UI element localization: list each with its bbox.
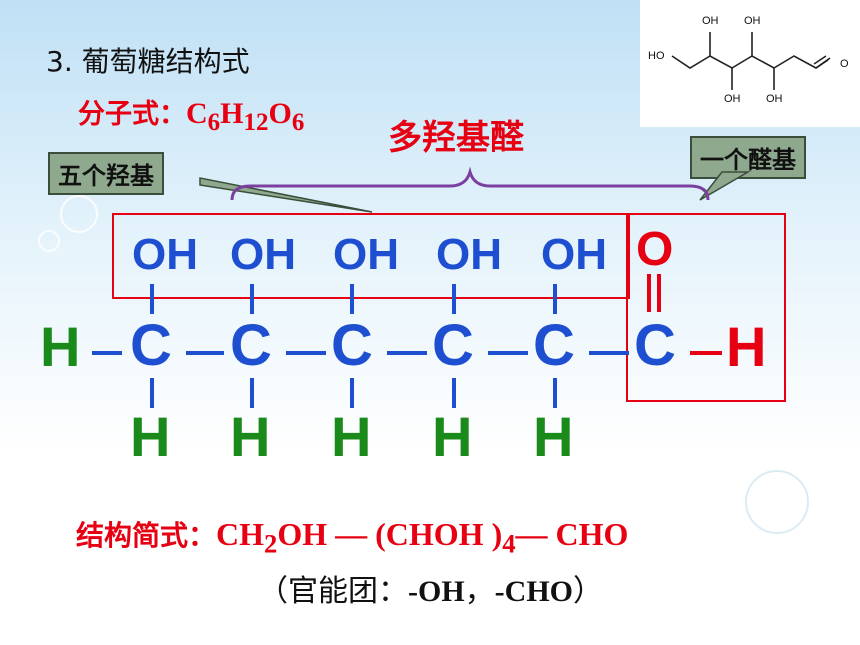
hydrogen-atom: H (230, 405, 271, 468)
hydrogen-atom: H (533, 405, 574, 468)
decorative-bubble (38, 230, 60, 252)
carbon-atom: C (432, 313, 474, 378)
hydroxyl-oh: OH (541, 230, 607, 279)
molecular-formula: 分子式：C6H12O6 (78, 92, 304, 137)
formula-c-sub: 6 (207, 109, 221, 136)
carbonyl-oxygen: O (636, 223, 674, 276)
polyhydroxy-brace (230, 166, 710, 201)
sf-part4: CHO (555, 516, 629, 552)
condensed-structural-formula: 结构简式：CH2OH — (CHOH )4— CHO (76, 514, 628, 559)
carbon-atom: C (331, 313, 373, 378)
terminal-hydrogen-left: H (40, 315, 81, 378)
skeleton-oh-bottom: OH (724, 93, 741, 105)
c-oh-bond (150, 284, 154, 314)
hydroxyl-group-box (112, 213, 630, 299)
structural-formula-label: 结构简式： (76, 519, 217, 552)
sf-dash2: — (515, 516, 548, 552)
c-h-bond (150, 378, 154, 408)
formula-o-sub: 6 (291, 109, 305, 136)
sf-part2: OH (277, 516, 328, 552)
c-o-double-bond (657, 274, 661, 312)
aldehyde-group-box (626, 213, 786, 402)
fg-aldehyde: -CHO (494, 575, 573, 608)
polyhydroxy-aldehyde-label: 多羟基醛 (388, 118, 524, 158)
fg-comma: ， (464, 574, 495, 609)
slide-title: 3. 葡萄糖结构式 (46, 45, 250, 78)
formula-h: H (220, 97, 244, 130)
decorative-bubble (745, 470, 809, 534)
c-oh-bond (452, 284, 456, 314)
aldehyde-carbon: C (634, 313, 676, 378)
c-o-double-bond (647, 274, 651, 312)
c-oh-bond (553, 284, 557, 314)
hydrogen-atom: H (432, 405, 473, 468)
skeleton-oh-top: OH (744, 15, 761, 27)
carbon-atom: C (230, 313, 272, 378)
formula-o: O (268, 97, 292, 130)
c-h-bond (690, 351, 722, 355)
fg-hydroxyl: -OH (408, 575, 465, 608)
skeletal-structure-image: OH OH OH OH HO O (640, 0, 860, 127)
c-h-bond (553, 378, 557, 408)
molecular-formula-label: 分子式： (78, 99, 186, 130)
c-c-bond (589, 351, 629, 355)
skeleton-o-right: O (840, 58, 849, 70)
carbon-atom: C (533, 313, 575, 378)
c-c-bond (488, 351, 528, 355)
sf-part1: CH (216, 516, 265, 552)
c-h-bond (250, 378, 254, 408)
h-c-bond (92, 351, 122, 355)
sf-sub1: 2 (264, 528, 278, 559)
five-hydroxyls-callout: 五个羟基 (48, 152, 164, 195)
hydrogen-atom: H (130, 405, 171, 468)
sf-dash1: — (335, 516, 368, 552)
skeleton-oh-bottom: OH (766, 93, 783, 105)
fg-open: （官能团： (258, 574, 408, 609)
hydroxyl-oh: OH (132, 230, 198, 279)
formula-c: C (186, 97, 208, 130)
sf-sub2: 4 (502, 528, 516, 559)
hydrogen-atom: H (331, 405, 372, 468)
c-oh-bond (350, 284, 354, 314)
sf-part3: (CHOH ) (375, 516, 503, 552)
skeleton-oh-top: OH (702, 15, 719, 27)
hydroxyl-oh: OH (436, 230, 502, 279)
aldehyde-hydrogen: H (726, 315, 767, 378)
formula-h-sub: 12 (243, 109, 269, 136)
fg-close: ） (573, 574, 603, 609)
c-h-bond (452, 378, 456, 408)
five-hydroxyls-pointer (199, 177, 373, 213)
c-oh-bond (250, 284, 254, 314)
carbon-atom: C (130, 313, 172, 378)
skeletal-structure-drawing (671, 32, 831, 90)
hydroxyl-oh: OH (333, 230, 399, 279)
aldehyde-pointer (699, 171, 751, 201)
hydroxyl-oh: OH (230, 230, 296, 279)
functional-groups-note: （官能团：-OH，-CHO） (258, 566, 603, 610)
c-h-bond (350, 378, 354, 408)
c-c-bond (387, 351, 427, 355)
c-c-bond (286, 351, 326, 355)
skeleton-ho-left: HO (648, 50, 665, 62)
c-c-bond (186, 351, 224, 355)
decorative-bubble (60, 195, 98, 233)
